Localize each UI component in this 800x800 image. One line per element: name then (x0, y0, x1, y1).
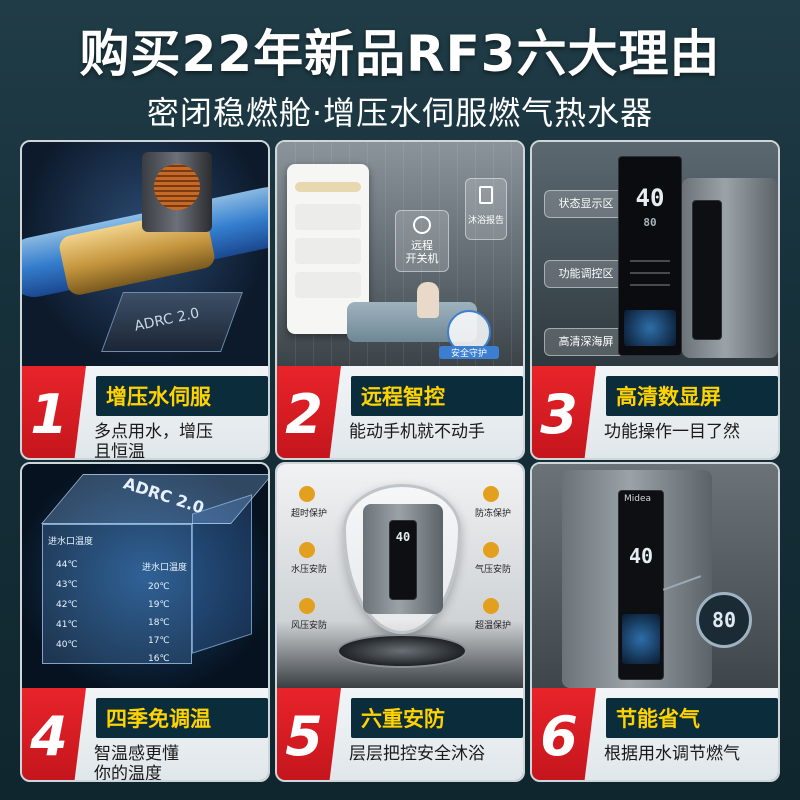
protection-icon (483, 486, 499, 502)
power-icon (413, 216, 431, 234)
protection-icon (483, 598, 499, 614)
protection-icon (299, 542, 315, 558)
feature-description: 功能操作一目了然 (604, 422, 778, 442)
page-subtitle: 密闭稳燃舱·增压水伺服燃气热水器 (146, 94, 654, 132)
card-image-energy-saving: Midea 40 80 (532, 464, 778, 688)
inlet-temp-label-right: 进水口温度 (142, 563, 188, 573)
feature-card-3[interactable]: 状态显示区 功能调控区 高清深海屏 40 80 3 高清数显屏 功能操作一目了然 (530, 140, 780, 460)
right-temp-tick: 16℃ (148, 654, 170, 664)
protection-label: 超温保护 (475, 621, 512, 631)
card-caption: 1 增压水伺服 多点用水，增压 且恒温 (22, 366, 268, 460)
feature-card-5[interactable]: 40 超时保护 水压安防 风压安防 防冻保护 气压安防 超温保护 5 六重安防 … (275, 462, 525, 782)
zoom-temperature: 80 (711, 608, 737, 632)
set-temperature: 80 (643, 216, 657, 229)
person (417, 282, 439, 318)
left-temp-tick: 41℃ (56, 620, 78, 630)
card-caption: 3 高清数显屏 功能操作一目了然 (532, 366, 778, 458)
description-line-1: 多点用水，增压 (94, 422, 213, 442)
card-caption: 6 节能省气 根据用水调节燃气 (532, 688, 778, 780)
feature-card-1[interactable]: ADRC 2.0 1 增压水伺服 多点用水，增压 且恒温 (20, 140, 270, 460)
protection-label: 防冻保护 (475, 509, 512, 519)
phone-list-row (295, 272, 361, 298)
document-icon (479, 186, 493, 204)
hd-screen-label: 高清深海屏 (544, 328, 628, 356)
description-line-1: 能动手机就不动手 (349, 422, 485, 442)
protection-label: 超时保护 (291, 509, 328, 519)
feature-card-6[interactable]: Midea 40 80 6 节能省气 根据用水调节燃气 (530, 462, 780, 782)
description-line-1: 根据用水调节燃气 (604, 744, 740, 764)
right-temp-tick: 18℃ (148, 618, 170, 628)
current-temperature: 40 (635, 184, 665, 212)
glass-cube-front (42, 524, 192, 664)
right-temp-tick: 17℃ (148, 636, 170, 646)
shower-report-bubble: 沐浴报告 (465, 178, 507, 240)
protection-icon (299, 598, 315, 614)
protection-label: 水压安防 (291, 565, 328, 575)
deep-sea-screen (622, 614, 660, 664)
feature-card-4[interactable]: ADRC 2.0 进水口温度 进水口温度 44℃ 43℃ 42℃ 41℃ 40℃… (20, 462, 270, 782)
card-image-six-safety: 40 超时保护 水压安防 风压安防 防冻保护 气压安防 超温保护 (277, 464, 523, 688)
protection-label: 风压安防 (291, 621, 328, 631)
description-line-1: 智温感更懂 (94, 744, 179, 764)
base-ring (337, 634, 467, 668)
right-temp-tick: 20℃ (148, 582, 170, 592)
zoom-bubble (696, 592, 752, 648)
right-temp-tick: 19℃ (148, 600, 170, 610)
feature-title: 高清数显屏 (606, 376, 778, 416)
deep-sea-screen (624, 310, 676, 346)
page-title: 购买22年新品RF3六大理由 (79, 25, 721, 83)
card-image-pressure-servo: ADRC 2.0 (22, 142, 268, 366)
safety-label: 安全守护 (439, 346, 499, 359)
heater-display-panel (692, 200, 722, 340)
display-temperature: 40 (628, 544, 654, 568)
feature-number: 6 (532, 688, 596, 780)
feature-number: 2 (277, 366, 341, 458)
description-line-2: 你的温度 (94, 764, 162, 782)
phone-list-row (295, 204, 361, 230)
control-zone-label: 功能调控区 (544, 260, 628, 288)
description-line-2: 且恒温 (94, 442, 145, 460)
feature-card-2[interactable]: 远程 开关机 沐浴报告 安全守护 2 远程智控 能动手机就不动手 (275, 140, 525, 460)
description-line-1: 层层把控安全沐浴 (349, 744, 485, 764)
left-temp-tick: 44℃ (56, 560, 78, 570)
feature-number: 4 (22, 688, 86, 780)
phone-toggle-row (295, 182, 361, 192)
left-temp-tick: 42℃ (56, 600, 78, 610)
card-image-hd-display: 状态显示区 功能调控区 高清深海屏 40 80 (532, 142, 778, 366)
brand-logo: Midea (624, 494, 652, 504)
status-zone-label: 状态显示区 (544, 190, 628, 218)
feature-number: 1 (22, 366, 86, 458)
feature-description: 根据用水调节燃气 (604, 744, 778, 764)
protection-icon (299, 486, 315, 502)
feature-title: 远程智控 (351, 376, 523, 416)
left-temp-tick: 43℃ (56, 580, 78, 590)
function-buttons (630, 260, 670, 296)
card-image-remote-control: 远程 开关机 沐浴报告 安全守护 (277, 142, 523, 366)
feature-description: 能动手机就不动手 (349, 422, 523, 442)
feature-title: 六重安防 (351, 698, 523, 738)
phone-list-row (295, 238, 361, 264)
feature-description: 层层把控安全沐浴 (349, 744, 523, 764)
card-caption: 5 六重安防 层层把控安全沐浴 (277, 688, 523, 780)
feature-number: 3 (532, 366, 596, 458)
display-temperature: 40 (395, 530, 411, 544)
card-caption: 2 远程智控 能动手机就不动手 (277, 366, 523, 458)
protection-label: 气压安防 (475, 565, 512, 575)
copper-winding (154, 164, 200, 210)
left-temp-tick: 40℃ (56, 640, 78, 650)
inlet-temp-label-left: 进水口温度 (48, 537, 94, 547)
feature-number: 5 (277, 688, 341, 780)
description-line-1: 功能操作一目了然 (604, 422, 740, 442)
feature-title: 增压水伺服 (96, 376, 268, 416)
protection-icon (483, 542, 499, 558)
feature-description: 智温感更懂 你的温度 (94, 744, 268, 782)
feature-title: 节能省气 (606, 698, 778, 738)
card-caption: 4 四季免调温 智温感更懂 你的温度 (22, 688, 268, 782)
heater-display-panel (389, 520, 417, 600)
card-image-four-seasons: ADRC 2.0 进水口温度 进水口温度 44℃ 43℃ 42℃ 41℃ 40℃… (22, 464, 268, 688)
feature-description: 多点用水，增压 且恒温 (94, 422, 268, 460)
feature-title: 四季免调温 (96, 698, 268, 738)
